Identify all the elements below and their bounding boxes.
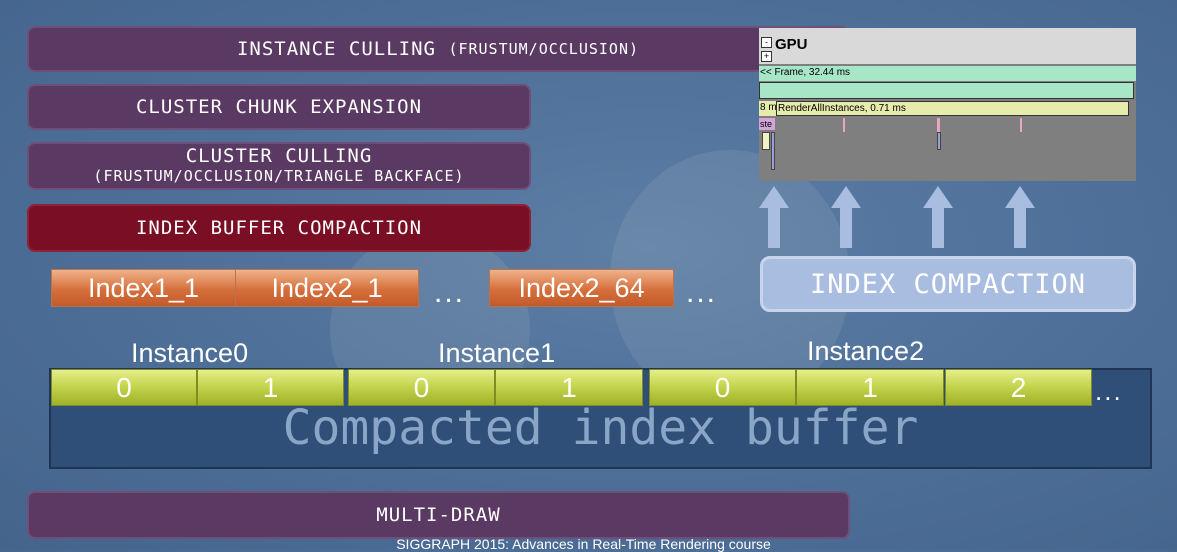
gpu-timeline-panel: - + GPU << Frame, 32.44 ms 8 m RenderAll… xyxy=(759,28,1136,181)
marker xyxy=(937,118,940,132)
cluster-chunk-expansion-stage: CLUSTER CHUNK EXPANSION xyxy=(27,84,531,130)
buffer-cell: 2 xyxy=(945,369,1092,406)
instance-label: Instance0 xyxy=(131,338,249,368)
up-arrow-icon xyxy=(759,186,789,248)
multi-draw-stage: MULTI-DRAW xyxy=(27,491,850,539)
stage-sublabel: (FRUSTUM/OCCLUSION/TRIANGLE BACKFACE) xyxy=(93,167,465,186)
buffer-cell: 1 xyxy=(197,369,344,406)
stage-label: MULTI-DRAW xyxy=(376,504,501,526)
buffer-cell: 0 xyxy=(51,369,197,406)
ellipsis: ... xyxy=(686,276,718,309)
index-compaction-box: INDEX COMPACTION xyxy=(760,256,1136,312)
render-prefix-bar: 8 m xyxy=(759,101,776,116)
index-chunk: Index2_1 xyxy=(235,269,419,307)
index-buffer-compaction-stage: INDEX BUFFER COMPACTION xyxy=(27,204,531,252)
marker xyxy=(843,118,845,132)
collapse-icon[interactable]: - xyxy=(761,37,772,48)
stage-label: CLUSTER CULLING xyxy=(185,145,373,168)
marker xyxy=(1020,118,1022,132)
index-chunk: Index1_1 xyxy=(51,269,236,307)
footer-caption: SIGGRAPH 2015: Advances in Real-Time Ren… xyxy=(396,536,771,552)
buffer-label: Compacted index buffer xyxy=(282,400,919,456)
buffer-cell: 1 xyxy=(495,369,643,406)
stage-label: CLUSTER CHUNK EXPANSION xyxy=(135,96,423,118)
frame-bar-child xyxy=(759,82,1134,99)
instance-culling-stage: INSTANCE CULLING (FRUSTUM/OCCLUSION) xyxy=(27,26,849,72)
render-all-instances-bar: RenderAllInstances, 0.71 ms xyxy=(776,101,1129,116)
up-arrow-icon xyxy=(923,186,953,248)
buffer-cell: 0 xyxy=(348,369,495,406)
frame-bar: << Frame, 32.44 ms xyxy=(759,66,1136,81)
marker xyxy=(937,132,941,150)
small-event-bar xyxy=(771,132,775,170)
instance-label: Instance1 xyxy=(438,338,556,368)
ellipsis: ... xyxy=(1095,376,1123,406)
small-event-bar: ste xyxy=(759,118,775,130)
gpu-panel-header xyxy=(759,28,1136,64)
small-event-bar xyxy=(762,132,770,150)
buffer-cell: 0 xyxy=(649,369,796,406)
up-arrow-icon xyxy=(831,186,861,248)
stage-sublabel: (FRUSTUM/OCCLUSION) xyxy=(448,40,640,58)
index-chunk: Index2_64 xyxy=(489,269,674,307)
expand-icon[interactable]: + xyxy=(761,51,772,62)
up-arrow-icon xyxy=(1005,186,1035,248)
ellipsis: ... xyxy=(434,276,466,309)
buffer-cell: 1 xyxy=(796,369,944,406)
cluster-culling-stage: CLUSTER CULLING (FRUSTUM/OCCLUSION/TRIAN… xyxy=(27,142,531,190)
gpu-title: GPU xyxy=(775,36,808,53)
stage-label: INDEX BUFFER COMPACTION xyxy=(135,217,423,239)
stage-label: INSTANCE CULLING xyxy=(236,38,436,60)
instance-label: Instance2 xyxy=(807,336,925,366)
